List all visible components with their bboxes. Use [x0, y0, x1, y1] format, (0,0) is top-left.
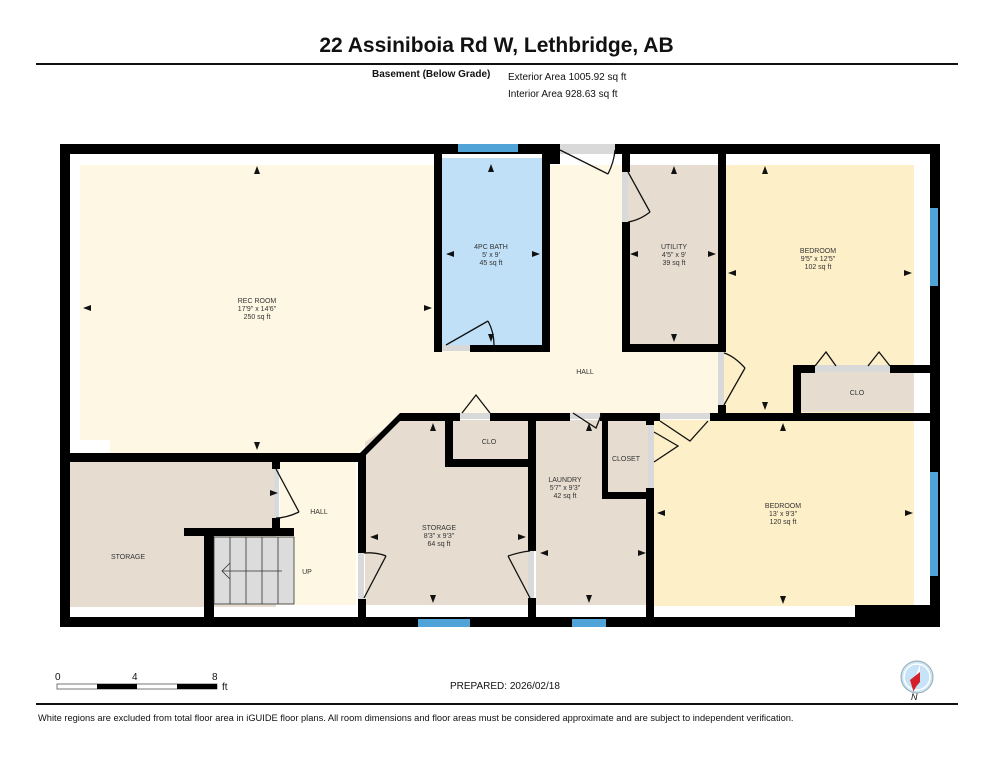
storage-left-label: STORAGE — [111, 554, 145, 561]
stairs-up-label: UP — [302, 569, 312, 576]
compass-icon — [900, 660, 934, 694]
clo-2-label: CLO — [482, 439, 497, 446]
hall-label: HALL — [576, 369, 594, 376]
interior-area: Interior Area 928.63 sq ft — [508, 89, 618, 100]
area-summary: Exterior Area 1005.92 sq ft Interior Are… — [508, 69, 626, 103]
prepared-date: PREPARED: 2026/02/18 — [450, 681, 560, 692]
hall-lower-label: HALL — [310, 509, 328, 516]
scale-label-0: 0 — [55, 672, 61, 683]
disclaimer: White regions are excluded from total fl… — [38, 713, 794, 723]
bath-area — [442, 158, 542, 348]
clo-1-label: CLO — [850, 390, 865, 397]
windows — [418, 144, 938, 627]
laundry-area — [536, 420, 648, 605]
scale-label-8: 8 — [212, 672, 218, 683]
compass-north-label: N — [911, 692, 918, 702]
scale-label-4: 4 — [132, 672, 138, 683]
floor-name: Basement (Below Grade) — [372, 69, 491, 80]
bedroom-2-area — [654, 420, 914, 606]
rec-room-area — [80, 165, 720, 453]
page-title: 22 Assiniboia Rd W, Lethbridge, AB — [319, 34, 674, 57]
utility-area — [627, 165, 719, 347]
closet-label: CLOSET — [612, 456, 641, 463]
scale-unit: ft — [222, 682, 228, 693]
header-divider — [36, 63, 958, 65]
scale-bar — [56, 683, 218, 690]
clo-1-area — [800, 372, 914, 412]
exterior-area: Exterior Area 1005.92 sq ft — [508, 72, 627, 83]
stairs-area — [214, 537, 294, 604]
